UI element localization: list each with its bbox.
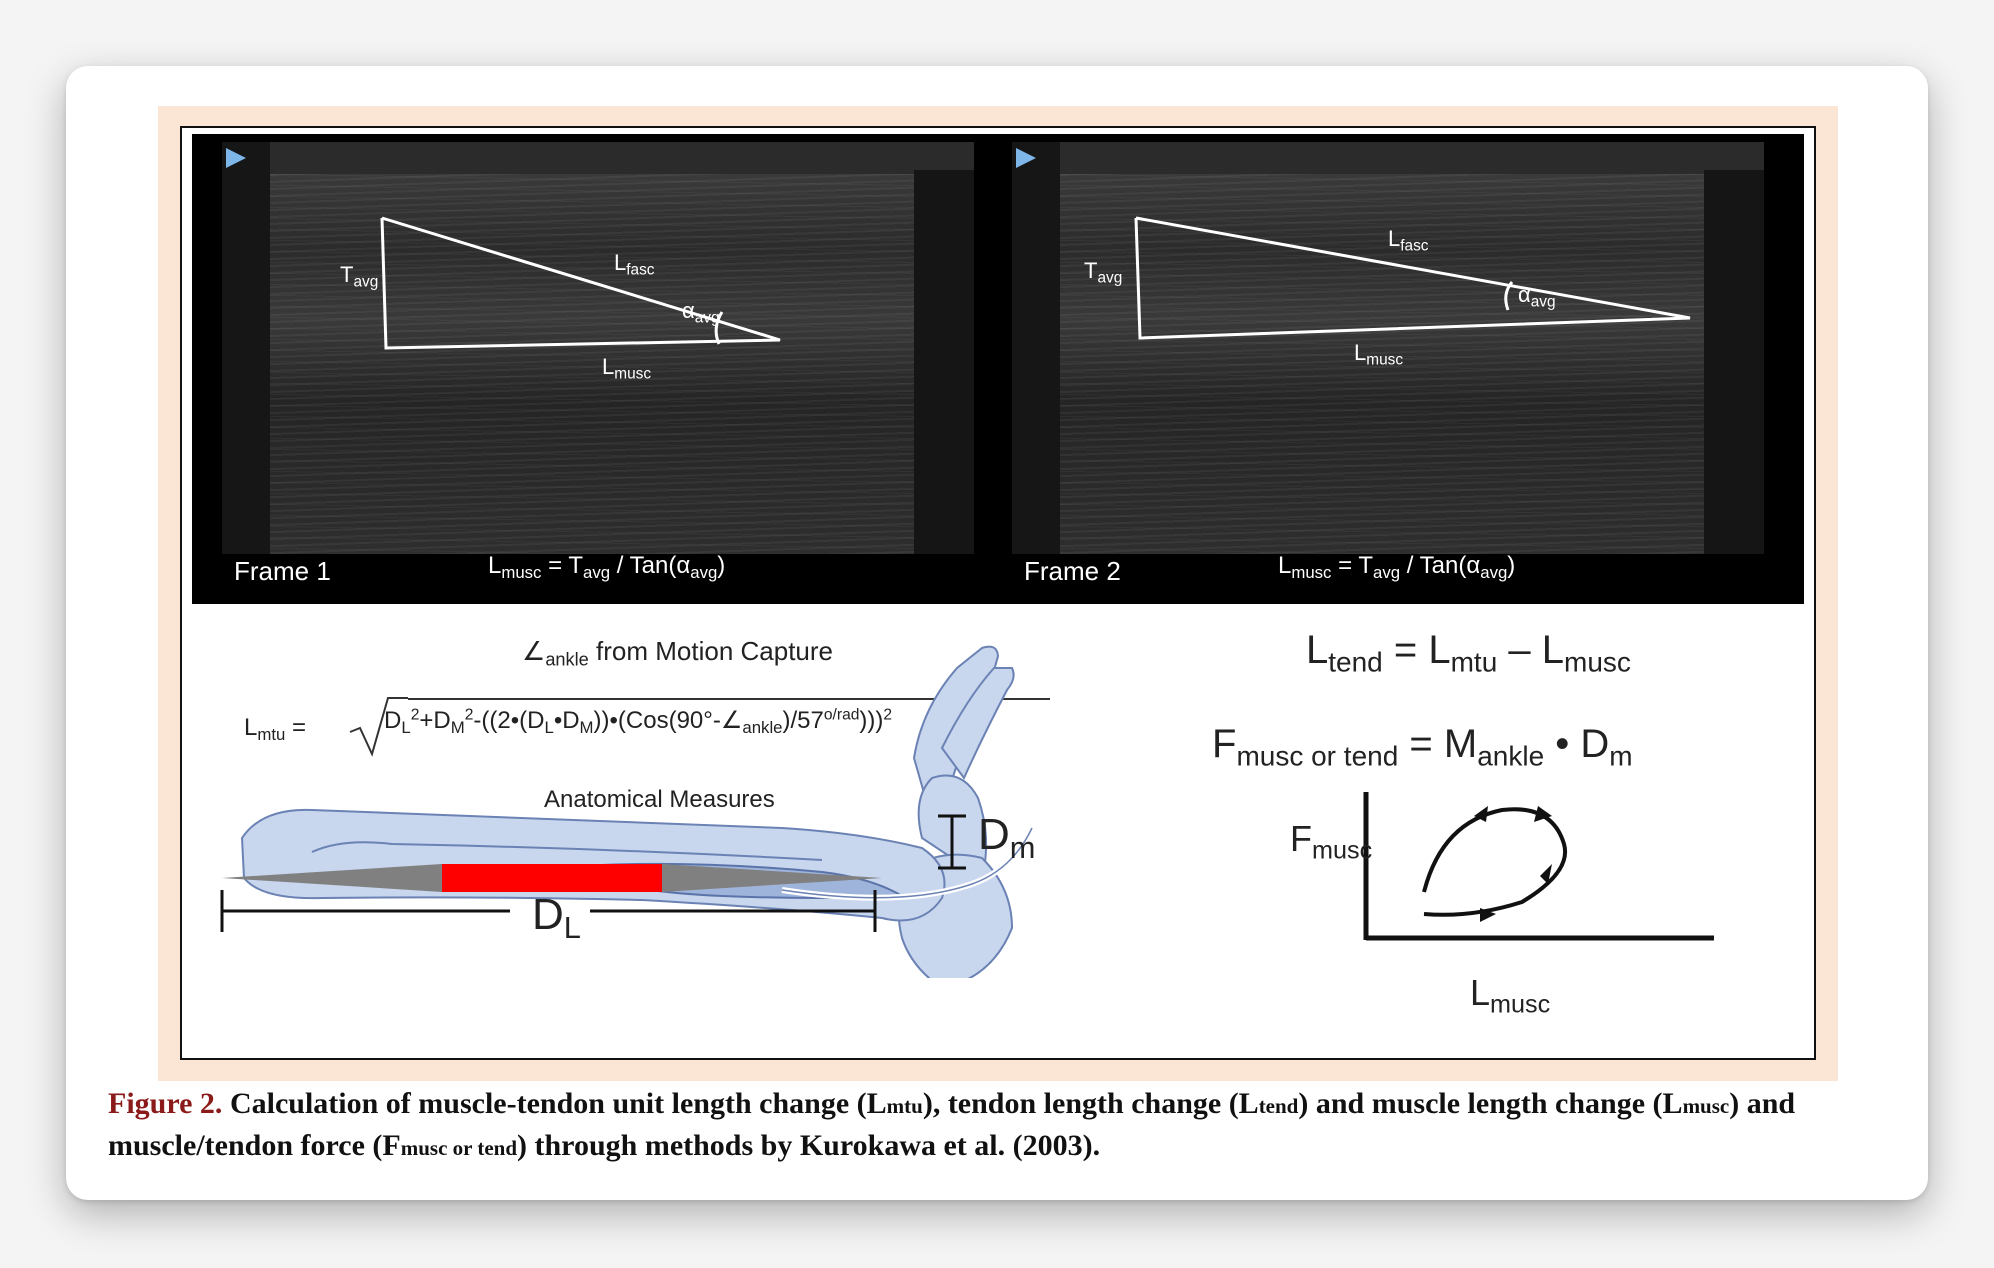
app-logo-icon — [226, 148, 246, 168]
ultrasound-strip: Tavg Lfasc αavg Lmusc Frame 1 Lmusc = Ta… — [192, 134, 1804, 604]
loop-arrow — [1534, 806, 1552, 822]
loop-xlabel: Lmusc — [1470, 972, 1551, 1019]
lmtu-formula: DL2+DM2-((2•(DL•DM))•(Cos(90°-∠ankle)/57… — [384, 706, 893, 738]
tavg-label: Tavg — [340, 262, 379, 291]
loop-ylabel: Fmusc — [1290, 818, 1373, 865]
tendon-segment-left — [222, 864, 442, 892]
force-length-loop-plot — [1363, 792, 1714, 941]
figure-caption: Figure 2. Calculation of muscle-tendon u… — [108, 1087, 1796, 1162]
lmusc-label: Lmusc — [602, 354, 652, 383]
loop-arrow — [1540, 864, 1552, 884]
figure-panel: Tavg Lfasc αavg Lmusc Frame 1 Lmusc = Ta… — [180, 126, 1816, 1060]
tendon-length-equation: Ltend = Lmtu – Lmusc — [1306, 628, 1631, 678]
dm-dimension-marker — [938, 814, 966, 870]
ultrasound-header — [222, 142, 974, 174]
figure-label: Figure 2. — [108, 1087, 223, 1120]
loop-arrow — [1474, 806, 1488, 822]
ultrasound-parameters-panel — [1704, 170, 1764, 554]
loop-arrow — [1480, 908, 1496, 922]
ultrasound-parameters-panel — [914, 170, 974, 554]
ultrasound-image — [270, 174, 914, 554]
ultrasound-sidebar — [222, 142, 270, 554]
alpha-label: αavg — [1518, 282, 1556, 311]
dl-dimension-line — [220, 890, 877, 932]
figure-card: Tavg Lfasc αavg Lmusc Frame 1 Lmusc = Ta… — [66, 66, 1928, 1200]
foot-skeleton — [897, 645, 1015, 978]
frame-2-label: Frame 2 — [1024, 556, 1121, 586]
muscle-tendon-unit-bar — [222, 864, 882, 892]
frame-1-equation: Lmusc = Tavg / Tan(αavg) — [488, 552, 726, 583]
frame-2-equation: Lmusc = Tavg / Tan(αavg) — [1278, 552, 1516, 583]
dl-label: DL — [532, 890, 581, 946]
lfasc-label: Lfasc — [1388, 226, 1429, 255]
muscle-segment — [442, 864, 662, 892]
hysteresis-loop — [1422, 807, 1568, 917]
ankle-angle-source: ∠ankle from Motion Capture — [522, 636, 834, 670]
figure-background: Tavg Lfasc αavg Lmusc Frame 1 Lmusc = Ta… — [158, 106, 1838, 1081]
pennation-triangle — [1016, 148, 1691, 340]
lfasc-label: Lfasc — [614, 250, 655, 279]
tavg-label: Tavg — [1084, 258, 1123, 287]
anatomical-measures-label: Anatomical Measures — [544, 786, 775, 813]
ultrasound-sidebar — [1012, 142, 1060, 554]
alpha-label: αavg — [682, 298, 720, 327]
pennation-triangle — [226, 148, 781, 350]
square-root-sign — [349, 697, 408, 757]
force-equation: Fmusc or tend = Mankle • Dm — [1212, 722, 1633, 772]
lmusc-label: Lmusc — [1354, 340, 1404, 369]
ultrasound-image — [1060, 174, 1704, 554]
ultrasound-frame-1: Tavg Lfasc αavg Lmusc — [222, 142, 974, 554]
ultrasound-header — [1012, 142, 1764, 174]
dm-label: Dm — [978, 810, 1036, 866]
ultrasound-frame-2: Tavg Lfasc αavg Lmusc — [1012, 142, 1764, 554]
app-logo-icon — [1016, 148, 1036, 168]
square-root-bar — [408, 698, 1050, 700]
tendon-segment-right — [662, 864, 882, 892]
frame-1-label: Frame 1 — [234, 556, 331, 586]
lmtu-label: Lmtu = — [244, 714, 307, 745]
